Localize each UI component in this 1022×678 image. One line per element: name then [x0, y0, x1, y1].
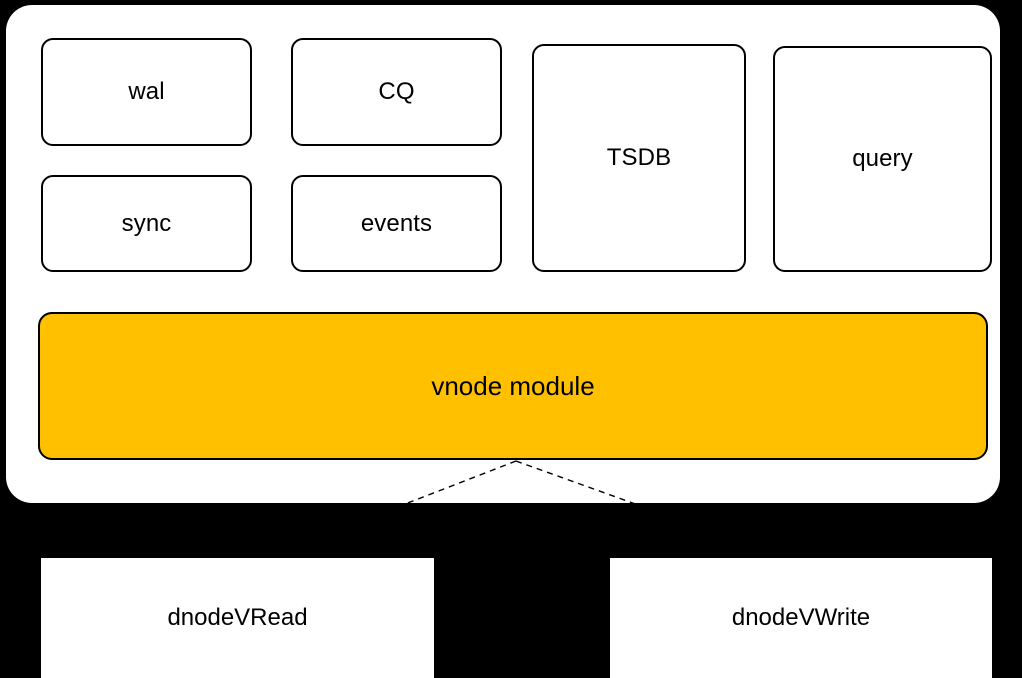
module-label-wal: wal [128, 78, 165, 105]
module-label-sync: sync [121, 209, 172, 237]
module-box-query[interactable]: query [773, 46, 992, 272]
module-box-cq[interactable]: CQ [291, 38, 502, 146]
vnode-module-label: vnode module [431, 371, 595, 401]
module-label-cq: CQ [378, 78, 415, 105]
vnode-module-bar[interactable]: vnode module [38, 312, 988, 460]
module-label-tsdb: TSDB [606, 144, 672, 171]
dnode-box-dnodevread[interactable]: dnodeVRead [41, 558, 434, 678]
dnode-label-dnodevread: dnodeVRead [167, 604, 308, 631]
dnode-box-dnodevwrite[interactable]: dnodeVWrite [610, 558, 992, 678]
module-box-sync[interactable]: sync [41, 175, 252, 272]
module-box-wal[interactable]: wal [41, 38, 252, 146]
module-box-events[interactable]: events [291, 175, 502, 272]
module-label-query: query [852, 145, 913, 172]
dnode-label-dnodevwrite: dnodeVWrite [731, 604, 871, 631]
module-box-tsdb[interactable]: TSDB [532, 44, 746, 272]
module-label-events: events [360, 209, 433, 237]
